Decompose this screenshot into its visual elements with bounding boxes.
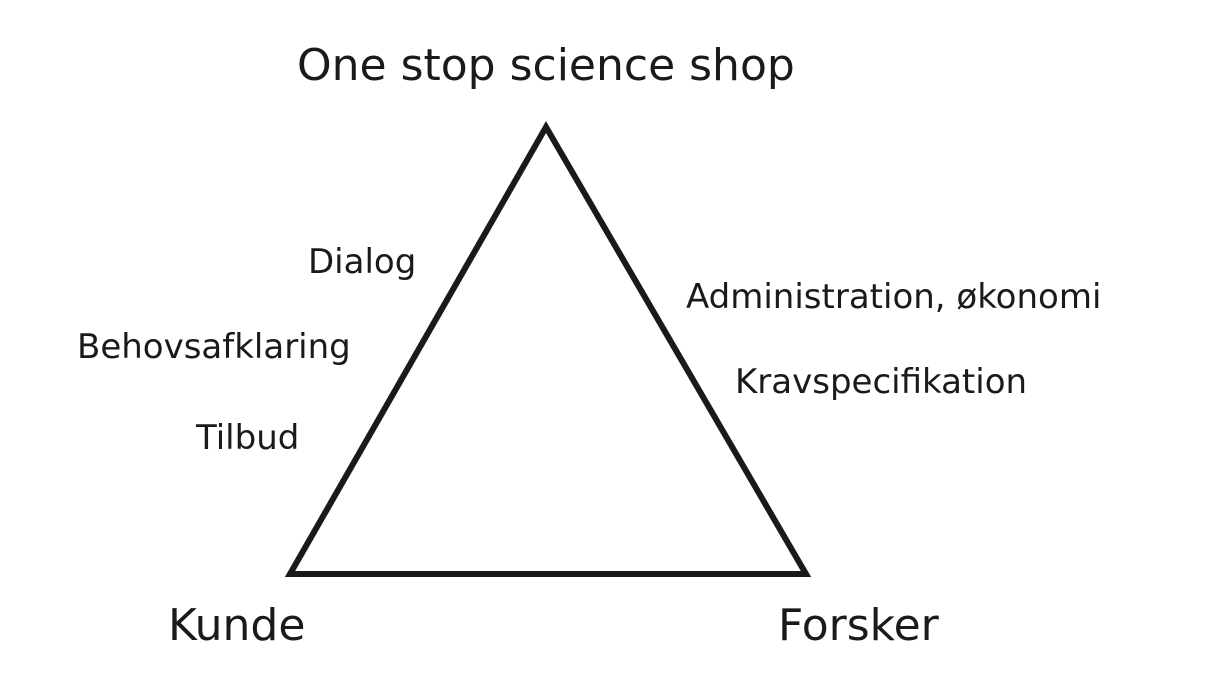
left-label-tilbud: Tilbud	[196, 418, 300, 458]
right-label-administration: Administration, økonomi	[686, 277, 1102, 317]
right-label-kravspecifikation: Kravspecifikation	[735, 362, 1028, 402]
vertex-label-forsker: Forsker	[778, 600, 939, 651]
diagram-title: One stop science shop	[297, 40, 795, 91]
left-label-behovsafklaring: Behovsafklaring	[77, 327, 351, 367]
vertex-label-kunde: Kunde	[168, 600, 306, 651]
triangle	[284, 120, 812, 577]
left-label-dialog: Dialog	[308, 242, 417, 282]
